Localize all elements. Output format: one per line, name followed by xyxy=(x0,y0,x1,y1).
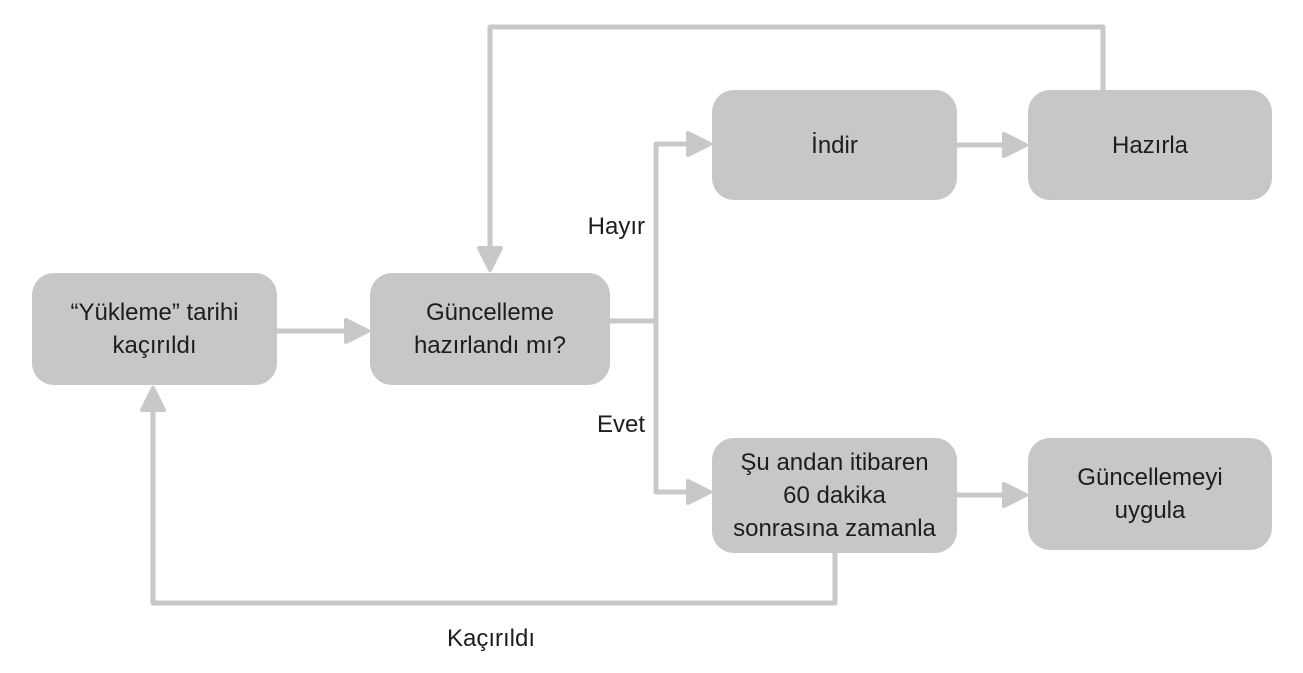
edge-branch-line xyxy=(653,141,694,495)
arrowhead-into-apply xyxy=(1002,482,1028,508)
node-install-date-missed: “Yükleme” tarihi kaçırıldı xyxy=(32,273,277,385)
edge-schedule-to-missed-loop-line xyxy=(150,408,838,606)
arrowhead-into-question-top xyxy=(477,246,503,272)
node-update-ready-question: Güncelleme hazırlandı mı? xyxy=(370,273,610,385)
arrowhead-into-missed-bottom xyxy=(140,386,166,412)
edge-label-yes-evet: Evet xyxy=(596,411,645,438)
node-prepare: Hazırla xyxy=(1028,90,1272,200)
edge-label-missed-kacirildi: Kaçırıldı xyxy=(446,625,536,652)
arrowhead-into-question-left xyxy=(344,318,370,344)
node-apply-update: Güncellemeyi uygula xyxy=(1028,438,1272,550)
arrowhead-into-prepare xyxy=(1002,132,1028,158)
edge-label-no-hayir: Hayır xyxy=(587,213,645,240)
node-download: İndir xyxy=(712,90,957,200)
edge-prepare-to-question-loop-line xyxy=(487,24,1106,250)
arrowhead-into-download xyxy=(686,131,712,157)
arrowhead-into-schedule xyxy=(686,479,712,505)
node-schedule-60-minutes: Şu andan itibaren 60 dakika sonrasına za… xyxy=(712,438,957,553)
